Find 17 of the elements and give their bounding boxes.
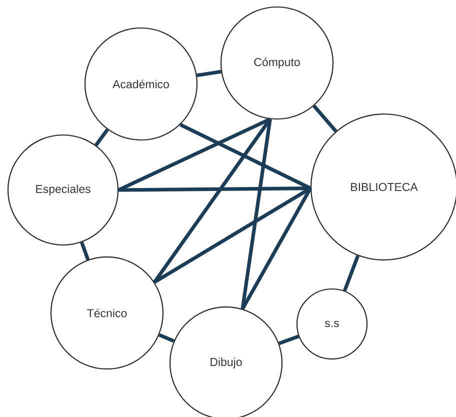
connector-line	[278, 334, 300, 346]
connector-line	[312, 104, 338, 132]
connector-line	[342, 255, 360, 292]
connector-line	[80, 242, 90, 260]
connector-line	[240, 187, 312, 310]
connector-line	[152, 118, 272, 284]
circle-node: Técnico	[50, 256, 164, 370]
connector-line	[158, 333, 175, 343]
connector-line	[118, 117, 271, 192]
connector-line	[180, 123, 312, 190]
circle-node: s.s	[296, 288, 368, 360]
connector-line	[240, 118, 272, 310]
connector-line	[196, 70, 222, 78]
circle-node: Académico	[84, 27, 198, 141]
circle-node: Cómputo	[220, 6, 334, 120]
circle-node: Especiales	[7, 134, 119, 246]
connector-line	[94, 128, 109, 146]
